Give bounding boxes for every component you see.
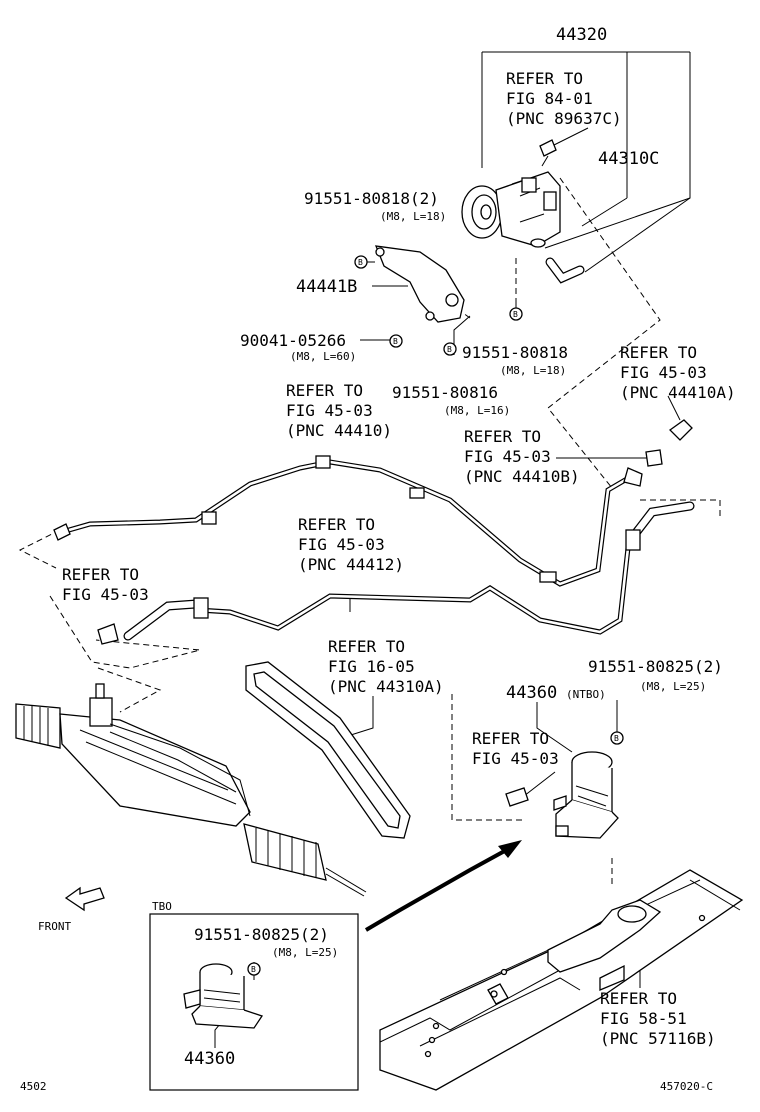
suction-port [530,238,585,284]
label-bolt-80818: 91551-80818 [462,343,568,362]
label-refer-45-03-res-line1: REFER TO [472,729,549,748]
label-refer-belt-line1: REFER TO [328,637,405,656]
label-44441b: 44441B [296,277,357,297]
label-refer-44412-line3: (PNC 44412) [298,555,404,574]
bolt-letter: B [447,345,452,354]
return-pipe [97,501,695,645]
label-bolt-80825-2: 91551-80825(2) [588,657,723,676]
label-refer-45-03-left-line2: FIG 45-03 [62,585,149,604]
pump-bracket [374,245,465,323]
label-refer-44410b-line1: REFER TO [464,427,541,446]
labels: 44320 REFER TO FIG 84-01 (PNC 89637C) 44… [20,25,736,1093]
label-refer-44410b-line3: (PNC 44410B) [464,467,580,486]
page-number: 4502 [20,1080,47,1093]
label-front: FRONT [38,920,71,933]
frame-crossmember [379,869,744,1091]
dashed-reference-lines [18,177,721,888]
figure-code: 457020-C [660,1080,713,1093]
label-44310c: 44310C [598,149,659,169]
label-44360: 44360 [506,683,557,703]
label-44360-note: (NTBO) [566,688,606,701]
label-refer-45-03-left-line1: REFER TO [62,565,139,584]
label-tbo-bolt-spec: (M8, L=25) [272,946,338,959]
label-bolt-80818-spec: (M8, L=18) [500,364,566,377]
label-refer-44410-line1: REFER TO [286,381,363,400]
reservoir-ntbo [505,751,619,839]
label-refer-57116b-line3: (PNC 57116B) [600,1029,716,1048]
bolt-letter: B [358,258,363,267]
label-refer-44410b-line2: FIG 45-03 [464,447,551,466]
label-tbo-44360: 44360 [184,1049,235,1069]
direction-arrow [364,840,522,932]
drive-belt [245,661,411,839]
label-refer-45-03-res-line2: FIG 45-03 [472,749,559,768]
tbo-inset [149,913,359,1091]
label-44320: 44320 [556,25,607,45]
front-arrow-icon [64,886,105,912]
label-bolt-05266: 90041-05266 [240,331,346,350]
label-tbo: TBO [152,900,172,913]
label-refer-57116b-line2: FIG 58-51 [600,1009,687,1028]
bolt-letter: B [513,310,518,319]
label-refer-44410a-line3: (PNC 44410A) [620,383,736,402]
label-refer-belt-line3: (PNC 44310A) [328,677,444,696]
bolt-letter: B [393,337,398,346]
pressure-pipe [53,419,693,587]
label-refer-belt-line2: FIG 16-05 [328,657,415,676]
power-steering-pump [461,139,561,247]
label-tbo-bolt: 91551-80825(2) [194,925,329,944]
label-bolt-05266-spec: (M8, L=60) [290,350,356,363]
label-bolt-80825-2-spec: (M8, L=25) [640,680,706,693]
label-bolt-80816: 91551-80816 [392,383,498,402]
leader-lines [214,51,691,1048]
label-bolt-80818-2-spec: (M8, L=18) [380,210,446,223]
label-refer-44410-line2: FIG 45-03 [286,401,373,420]
label-refer-44410-line3: (PNC 44410) [286,421,392,440]
label-bolt-80818-2: 91551-80818(2) [304,189,439,208]
label-bolt-80816-spec: (M8, L=16) [444,404,510,417]
label-refer-44410a-line1: REFER TO [620,343,697,362]
bolt-letter: B [251,965,256,974]
bolt-markers [247,255,624,976]
steering-gear [15,683,367,897]
label-refer-57116b-line1: REFER TO [600,989,677,1008]
label-refer-84-01-line1: REFER TO [506,69,583,88]
label-refer-44412-line1: REFER TO [298,515,375,534]
label-refer-44410a-line2: FIG 45-03 [620,363,707,382]
label-refer-84-01-line2: FIG 84-01 [506,89,593,108]
label-refer-84-01-line3: (PNC 89637C) [506,109,622,128]
label-refer-44412-line2: FIG 45-03 [298,535,385,554]
bolt-letter: B [614,734,619,743]
bolt-letters: B B B B B B [251,258,619,974]
